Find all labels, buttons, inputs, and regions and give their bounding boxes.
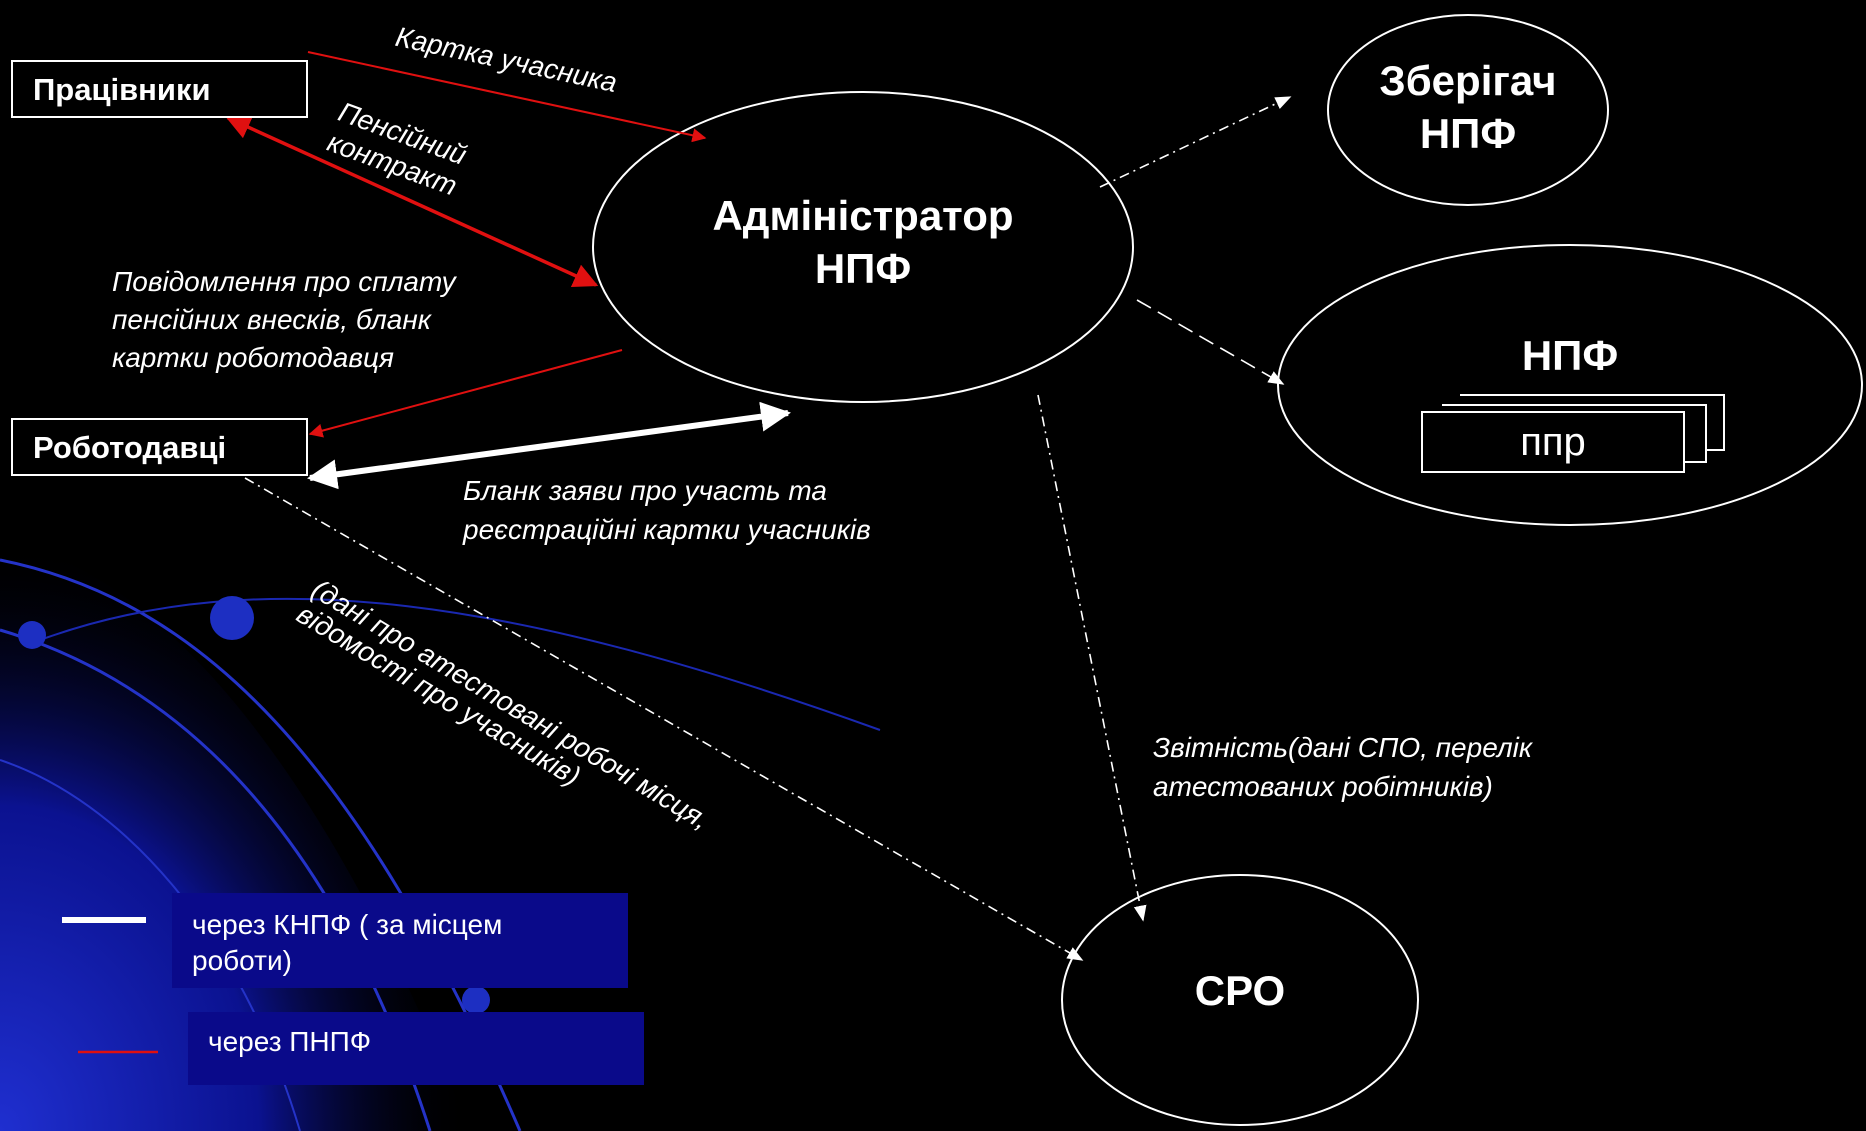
admin-to-npf-arrow [1136, 299, 1285, 385]
admin-npf-label: Адміністратор НПФ [643, 190, 1083, 295]
legend-pnpf: через ПНПФ [188, 1012, 644, 1085]
employers-to-sro-arrow [244, 477, 1084, 961]
application-note: Бланк заяви про участь та реєстраційні к… [463, 471, 871, 549]
reporting-line2: атестованих робітників) [1153, 771, 1493, 803]
ppr-label: ппр [1520, 420, 1586, 464]
deco-dot-small [18, 621, 46, 649]
payment-notice-note: Повідомлення про сплату пенсійних внескі… [112, 263, 456, 376]
pension-contract-arrow [225, 115, 599, 288]
npf-label-text: НПФ [1521, 332, 1619, 379]
admin-to-custodian-arrow [1099, 96, 1292, 188]
custodian-label-line2: НПФ [1419, 109, 1517, 157]
sro-ellipse [1061, 874, 1419, 1126]
deco-dot-legend [462, 986, 490, 1014]
member-card-arrow [307, 51, 707, 143]
admin-label-line2: НПФ [814, 244, 912, 292]
reporting-note: Звітність(дані СПО, перелік атестованих … [1153, 728, 1532, 806]
application-line2: реєстраційні картки учасників [463, 514, 871, 546]
sro-label-text: СРО [1194, 967, 1286, 1014]
admin-label-line1: Адміністратор [712, 192, 1014, 239]
application-line1: Бланк заяви про участь та [463, 475, 827, 506]
payment-notice-line1: Повідомлення про сплату [112, 266, 456, 297]
npf-ellipse [1277, 244, 1863, 526]
custodian-label: Зберігач НПФ [1328, 55, 1608, 160]
custodian-ellipse [1327, 14, 1609, 206]
workers-box: Працівники [11, 60, 308, 118]
payment-notice-line3: картки роботодавця [112, 341, 394, 373]
payment-notice-line2: пенсійних внесків, бланк [112, 303, 431, 335]
legend-knpf: через КНПФ ( за місцем роботи) [172, 893, 628, 988]
custodian-label-line1: Зберігач [1379, 57, 1557, 104]
admin-to-sro-arrow [1037, 394, 1147, 922]
npf-label: НПФ [1465, 330, 1675, 383]
workers-label: Працівники [33, 71, 211, 107]
ppr-document-stack [1421, 394, 1725, 473]
application-arrow [307, 401, 791, 490]
deco-dot-large [210, 596, 254, 640]
reporting-line1: Звітність(дані СПО, перелік [1153, 732, 1533, 763]
employers-box: Роботодавці [11, 418, 308, 476]
sro-label: СРО [1140, 965, 1340, 1018]
employers-label: Роботодавці [33, 429, 227, 465]
